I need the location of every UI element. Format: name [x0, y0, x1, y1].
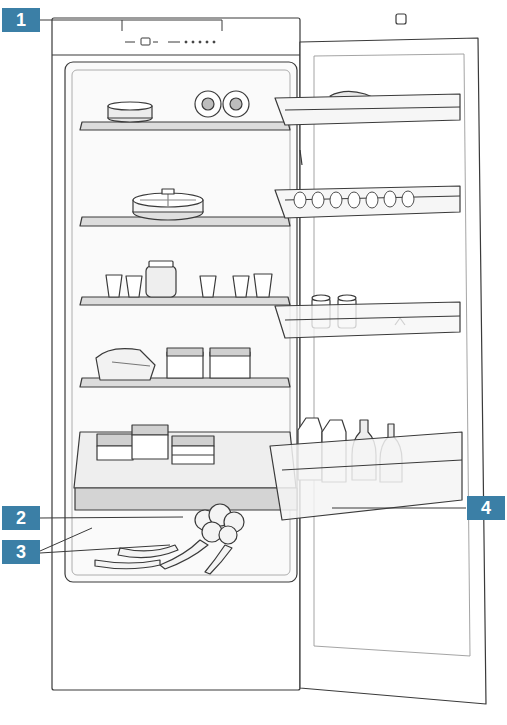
drawer-front [75, 488, 297, 510]
callout-box: 2 [2, 506, 40, 530]
vegetables [95, 504, 244, 574]
callout-number: 3 [16, 543, 26, 561]
callout-number: 2 [16, 509, 26, 527]
door-bins [275, 91, 460, 218]
bottle-bin [270, 432, 462, 520]
callout-box: 4 [467, 496, 505, 520]
door [300, 38, 486, 704]
callout-number: 1 [16, 11, 26, 29]
glass-shelves [80, 122, 290, 387]
cabinet [52, 18, 300, 690]
hinge [396, 14, 406, 24]
yogurt-cups [106, 274, 272, 297]
callout-box: 1 [2, 8, 40, 32]
leader-lines [40, 20, 466, 553]
interior [65, 62, 297, 582]
crisper-cover [74, 432, 296, 488]
callout-box: 3 [2, 540, 40, 564]
callout-number: 4 [481, 499, 491, 517]
control-panel [125, 38, 215, 45]
